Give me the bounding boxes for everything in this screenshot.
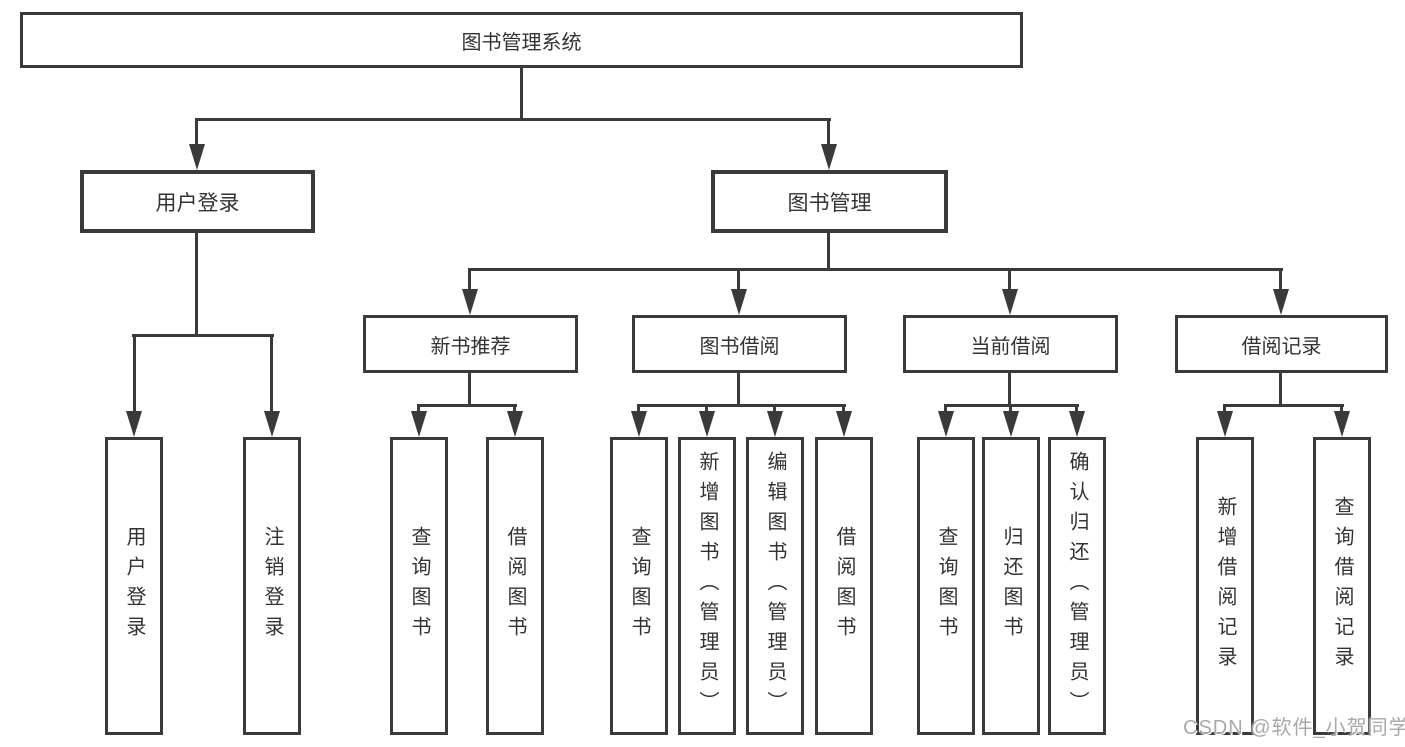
connector-rail xyxy=(637,404,846,407)
connector-drop-line xyxy=(827,120,830,148)
connector-drop-line xyxy=(705,406,708,414)
arrowhead-down xyxy=(1069,411,1085,437)
connector-drop-line xyxy=(773,406,776,414)
connector-stem xyxy=(1008,371,1011,406)
arrowhead-down xyxy=(189,144,205,170)
leaf-confirm-return-admin: 确认归还（管理员） xyxy=(1048,437,1106,735)
arrowhead-down xyxy=(938,411,954,437)
connector-drop-line xyxy=(133,336,136,414)
connector-drop-line xyxy=(417,406,420,414)
leaf-return-books: 归还图书 xyxy=(982,437,1040,735)
connector-stem xyxy=(468,371,471,406)
connector-drop-line xyxy=(842,406,845,414)
connector-drop-line xyxy=(195,120,198,148)
arrowhead-down xyxy=(126,411,142,437)
connector-drop-line xyxy=(1340,406,1343,414)
leaf-edit-book-admin: 编辑图书（管理员） xyxy=(746,437,804,735)
connector-drop-line xyxy=(944,406,947,414)
leaf-borrow-books: 借阅图书 xyxy=(815,437,873,735)
arrowhead-down xyxy=(1003,411,1019,437)
connector-rail xyxy=(417,404,517,407)
node-book-borrowing: 图书借阅 xyxy=(632,315,847,373)
connector-drop-line xyxy=(468,270,471,292)
node-new-book-recommend: 新书推荐 xyxy=(363,315,578,373)
connector-drop-line xyxy=(1279,270,1282,292)
connector-drop-line xyxy=(270,336,273,414)
arrowhead-down xyxy=(1334,411,1350,437)
node-user-login-group: 用户登录 xyxy=(80,170,315,233)
leaf-borrow-books: 借阅图书 xyxy=(486,437,544,735)
leaf-query-borrow-record: 查询借阅记录 xyxy=(1313,437,1371,735)
connector-drop-line xyxy=(1075,406,1078,414)
arrowhead-down xyxy=(1002,289,1018,315)
connector-root-stem xyxy=(520,67,523,120)
arrowhead-down xyxy=(1217,411,1233,437)
connector-userlogin-rail xyxy=(132,334,274,337)
arrowhead-down xyxy=(631,411,647,437)
connector-bookmgmt-stem xyxy=(827,233,830,270)
connector-rail xyxy=(944,404,1079,407)
connector-drop-line xyxy=(737,270,740,292)
arrowhead-down xyxy=(731,289,747,315)
connector-level2-rail xyxy=(195,118,831,121)
arrowhead-down xyxy=(1273,289,1289,315)
node-borrow-records: 借阅记录 xyxy=(1175,315,1388,373)
arrowhead-down xyxy=(699,411,715,437)
csdn-watermark: CSDN @软件_小贺同学 xyxy=(1183,717,1405,739)
leaf-logout: 注销登录 xyxy=(243,437,301,735)
leaf-add-book-admin: 新增图书（管理员） xyxy=(678,437,736,735)
connector-drop-line xyxy=(1008,270,1011,292)
arrowhead-down xyxy=(836,411,852,437)
leaf-query-books: 查询图书 xyxy=(390,437,448,735)
leaf-query-books: 查询图书 xyxy=(610,437,668,735)
connector-drop-line xyxy=(513,406,516,414)
leaf-query-books: 查询图书 xyxy=(917,437,975,735)
leaf-user-login: 用户登录 xyxy=(105,437,163,735)
arrowhead-down xyxy=(767,411,783,437)
connector-level3-rail xyxy=(468,268,1283,271)
connector-stem xyxy=(737,371,740,406)
node-book-management: 图书管理 xyxy=(711,170,948,233)
node-current-borrowing: 当前借阅 xyxy=(903,315,1118,373)
connector-userlogin-stem xyxy=(195,233,198,336)
arrowhead-down xyxy=(462,289,478,315)
connector-drop-line xyxy=(637,406,640,414)
arrowhead-down xyxy=(264,411,280,437)
leaf-add-borrow-record: 新增借阅记录 xyxy=(1196,437,1254,735)
connector-rail xyxy=(1223,404,1344,407)
connector-drop-line xyxy=(1223,406,1226,414)
connector-stem xyxy=(1279,371,1282,406)
node-root: 图书管理系统 xyxy=(20,12,1023,68)
arrowhead-down xyxy=(821,144,837,170)
connector-drop-line xyxy=(1009,406,1012,414)
arrowhead-down xyxy=(507,411,523,437)
arrowhead-down xyxy=(411,411,427,437)
